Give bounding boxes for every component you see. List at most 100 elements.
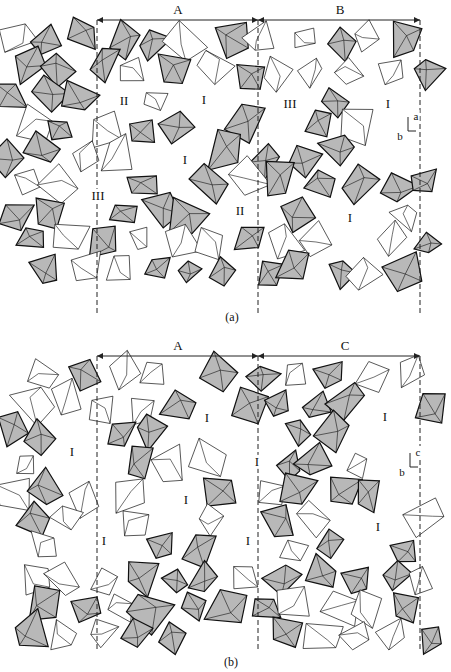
polyhedron-edge — [120, 206, 137, 211]
polyhedron — [178, 261, 202, 283]
polyhedron-edge — [188, 581, 204, 588]
polyhedron — [261, 505, 293, 537]
polyhedron — [334, 58, 363, 85]
polyhedron-edge — [81, 370, 101, 382]
polyhedron-edge — [429, 243, 431, 253]
polyhedron-edge — [67, 80, 80, 102]
polyhedron-edge — [189, 214, 192, 234]
polyhedron-edge — [290, 363, 303, 373]
polyhedron — [390, 541, 415, 562]
polyhedron — [17, 456, 34, 474]
polyhedron — [375, 618, 404, 650]
polyhedron-edge — [408, 541, 414, 552]
polyhedron-edge — [308, 465, 332, 466]
polyhedron-edge — [189, 179, 212, 185]
polyhedron-edge — [87, 613, 100, 614]
polyhedron-edge — [114, 256, 120, 272]
polyhedron-edge — [394, 593, 403, 609]
polyhedron-edge — [17, 469, 27, 474]
polyhedron-edge — [132, 183, 141, 193]
polyhedron-edge — [392, 580, 395, 591]
polyhedron-edge — [223, 480, 231, 491]
region-label: I — [182, 153, 188, 167]
polyhedron — [140, 362, 164, 384]
polyhedron-edge — [242, 104, 248, 121]
region-label: I — [382, 410, 388, 424]
polyhedron-edge — [432, 516, 443, 517]
polyhedron — [341, 567, 368, 593]
polyhedron-edge — [0, 84, 7, 93]
polyhedron-edge — [142, 200, 164, 209]
polyhedron-edge — [109, 247, 116, 251]
polyhedron-edge — [334, 410, 338, 431]
polyhedron-edge — [46, 254, 55, 273]
polyhedron-edge — [156, 605, 175, 607]
polyhedron-edge — [368, 481, 379, 492]
polyhedron — [151, 444, 182, 482]
polyhedron-edge — [394, 36, 407, 58]
polyhedron-edge — [432, 627, 439, 643]
dashed-boundary — [258, 20, 259, 314]
polyhedron-edge — [80, 153, 81, 172]
polyhedron-edge — [41, 434, 56, 438]
polyhedron — [16, 228, 43, 247]
polyhedron-edge — [294, 253, 309, 268]
dimension-arrow — [414, 353, 420, 359]
polyhedron-edge — [359, 590, 361, 612]
region-label: II — [119, 94, 130, 108]
polyhedron-edge — [340, 135, 345, 152]
polyhedron — [265, 390, 289, 416]
polyhedron — [37, 164, 78, 204]
polyhedron-edge — [403, 515, 433, 517]
polyhedron-edge — [232, 403, 250, 415]
polyhedron — [137, 414, 167, 451]
polyhedron — [106, 256, 130, 281]
polyhedron-edge — [393, 21, 406, 35]
dimension-line — [97, 356, 258, 357]
polyhedron-edge — [331, 477, 339, 494]
polyhedron-edge — [14, 425, 28, 434]
polyhedron-edge — [161, 578, 177, 580]
polyhedron-edge — [261, 512, 286, 518]
polyhedron-edge — [289, 250, 294, 268]
polyhedron-edge — [151, 459, 170, 461]
polyhedron — [383, 561, 412, 591]
polyhedron-edge — [129, 515, 149, 521]
polyhedron-edge — [390, 545, 408, 551]
polyhedron-edge — [224, 267, 225, 286]
polyhedron-edge — [24, 565, 33, 584]
polyhedron-edge — [149, 426, 168, 432]
polyhedron-edge — [176, 580, 178, 592]
polyhedron-edge — [120, 65, 133, 67]
polyhedron-edge — [337, 101, 338, 118]
polyhedron-edge — [396, 609, 402, 616]
polyhedron-edge — [218, 130, 227, 147]
region-label: C — [340, 339, 351, 353]
polyhedron-edge — [38, 374, 58, 375]
polyhedron — [51, 620, 77, 650]
polyhedron-edge — [316, 242, 332, 245]
region-label: III — [91, 189, 106, 203]
polyhedron — [29, 254, 57, 283]
polyhedron-edge — [329, 539, 344, 540]
polyhedron-edge — [291, 551, 300, 561]
polyhedron-edge — [415, 414, 435, 418]
polyhedron-edge — [344, 395, 350, 420]
polyhedron — [215, 23, 248, 59]
polyhedron-edge — [131, 479, 143, 492]
polyhedron-edge — [292, 217, 293, 232]
polyhedron-edge — [170, 459, 182, 480]
polyhedron-edge — [152, 260, 157, 270]
polyhedron-edge — [323, 576, 333, 587]
polyhedron — [116, 479, 145, 513]
polyhedron-edge — [228, 174, 243, 178]
polyhedron-edge — [215, 242, 218, 260]
polyhedron-edge — [302, 407, 312, 409]
polyhedron-edge — [304, 42, 315, 44]
polyhedron-edge — [80, 370, 82, 391]
polyhedron — [51, 378, 81, 415]
polyhedron — [306, 554, 336, 588]
polyhedron — [199, 504, 223, 536]
axis-label: b — [398, 466, 406, 478]
